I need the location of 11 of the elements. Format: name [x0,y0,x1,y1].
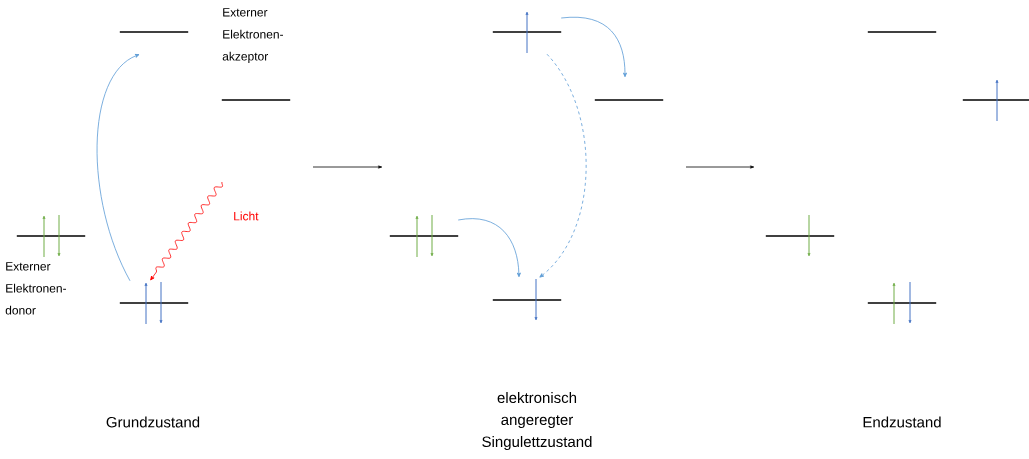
arrow [560,16,627,78]
arrow [150,181,223,281]
level-label: Externer Elektronen-akzeptor [222,8,284,63]
edge-label: Licht [234,211,259,221]
arrow [457,218,521,278]
state-caption: Endzustand [863,416,941,428]
arrow [539,53,587,278]
state-caption: Grundzustand [106,416,200,428]
state-caption: elektronisch angeregter Singulettzustand [482,392,592,450]
arrow [96,54,140,282]
level-label: Externer Elektronen-donor [5,262,67,315]
